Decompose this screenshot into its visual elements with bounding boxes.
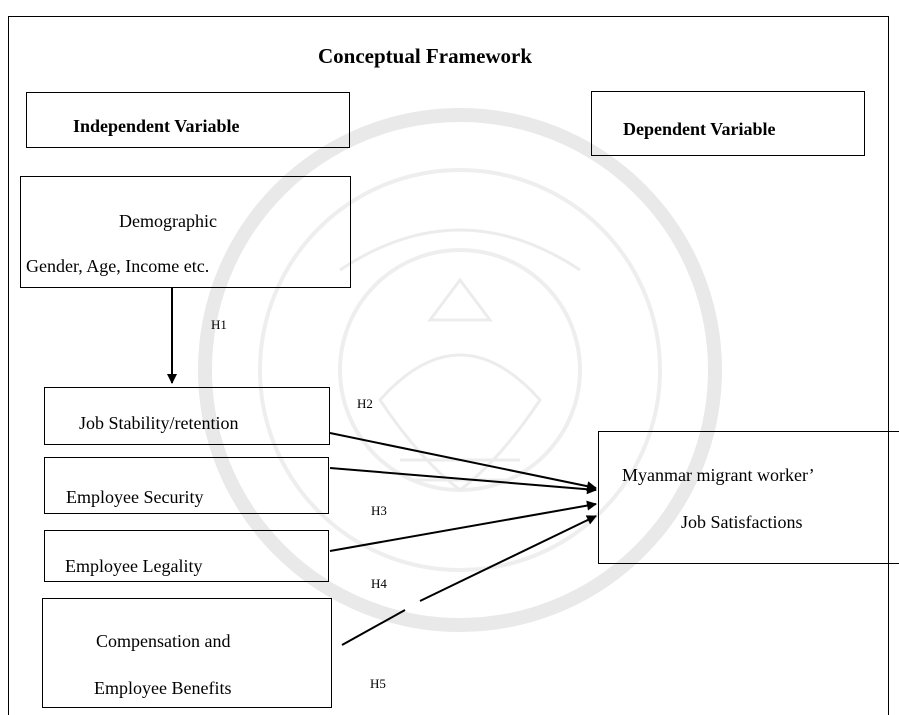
employee-legality-label: Employee Legality — [65, 556, 203, 576]
arrow-h5 — [419, 515, 597, 602]
compensation-benefits-box — [42, 598, 332, 708]
hypothesis-h2-label: H2 — [357, 396, 373, 411]
frame-top-border — [8, 16, 889, 17]
university-seal-watermark — [198, 108, 722, 632]
diagram-title: Conceptual Framework — [318, 44, 533, 68]
demographic-items: Gender, Age, Income etc. — [26, 256, 210, 276]
job-stability-box — [44, 387, 330, 445]
arrow-h4 — [329, 500, 597, 552]
job-satisfaction-box — [598, 431, 899, 564]
employee-security-label: Employee Security — [66, 487, 204, 507]
hypothesis-h4-label: H4 — [371, 576, 387, 591]
hypothesis-h5-label: H5 — [370, 676, 386, 691]
job-stability-label: Job Stability/retention — [79, 413, 239, 433]
demographic-box — [20, 176, 351, 288]
arrow-h5-lower-segment — [341, 609, 406, 646]
demographic-label: Demographic — [119, 211, 217, 231]
compensation-label: Compensation and — [96, 631, 231, 651]
arrow-h2 — [329, 432, 597, 492]
job-satisfaction-line2: Job Satisfactions — [681, 512, 803, 532]
job-satisfaction-line1: Myanmar migrant worker’ — [622, 465, 815, 485]
frame-left-border — [8, 16, 9, 715]
employee-security-box — [44, 457, 329, 514]
dependent-variable-box — [591, 91, 865, 156]
independent-variable-label: Independent Variable — [73, 116, 240, 136]
employee-benefits-label: Employee Benefits — [94, 678, 232, 698]
arrow-h3 — [329, 467, 597, 495]
employee-legality-box — [44, 530, 329, 582]
hypothesis-h3-label: H3 — [371, 503, 387, 518]
independent-variable-box — [26, 92, 350, 148]
hypothesis-h1-label: H1 — [211, 317, 227, 332]
frame-right-border — [888, 16, 889, 715]
dependent-variable-label: Dependent Variable — [623, 119, 776, 139]
